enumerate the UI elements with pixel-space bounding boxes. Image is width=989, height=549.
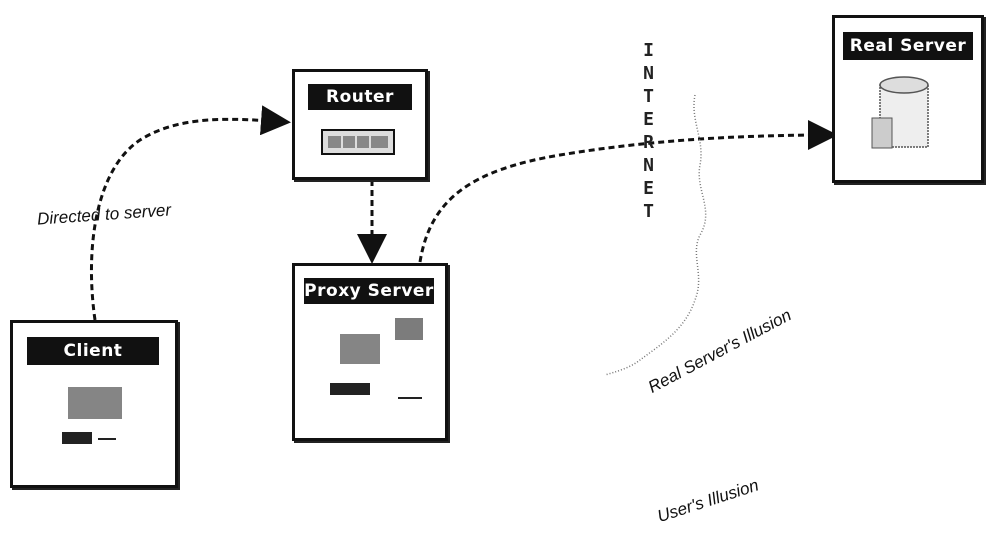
router-node: Router <box>292 69 428 180</box>
arrow-proxy-to-realserver <box>418 120 838 263</box>
router-title: Router <box>308 84 412 110</box>
internet-vertical-label: INTERNET <box>636 40 661 224</box>
real-server-title: Real Server <box>843 32 973 60</box>
client-title: Client <box>27 337 159 365</box>
internet-cloud-edge <box>604 94 707 376</box>
arrow-client-to-router <box>90 105 291 321</box>
proxy-server-title: Proxy Server <box>304 278 434 304</box>
internet-text: INTERNET <box>638 40 659 224</box>
